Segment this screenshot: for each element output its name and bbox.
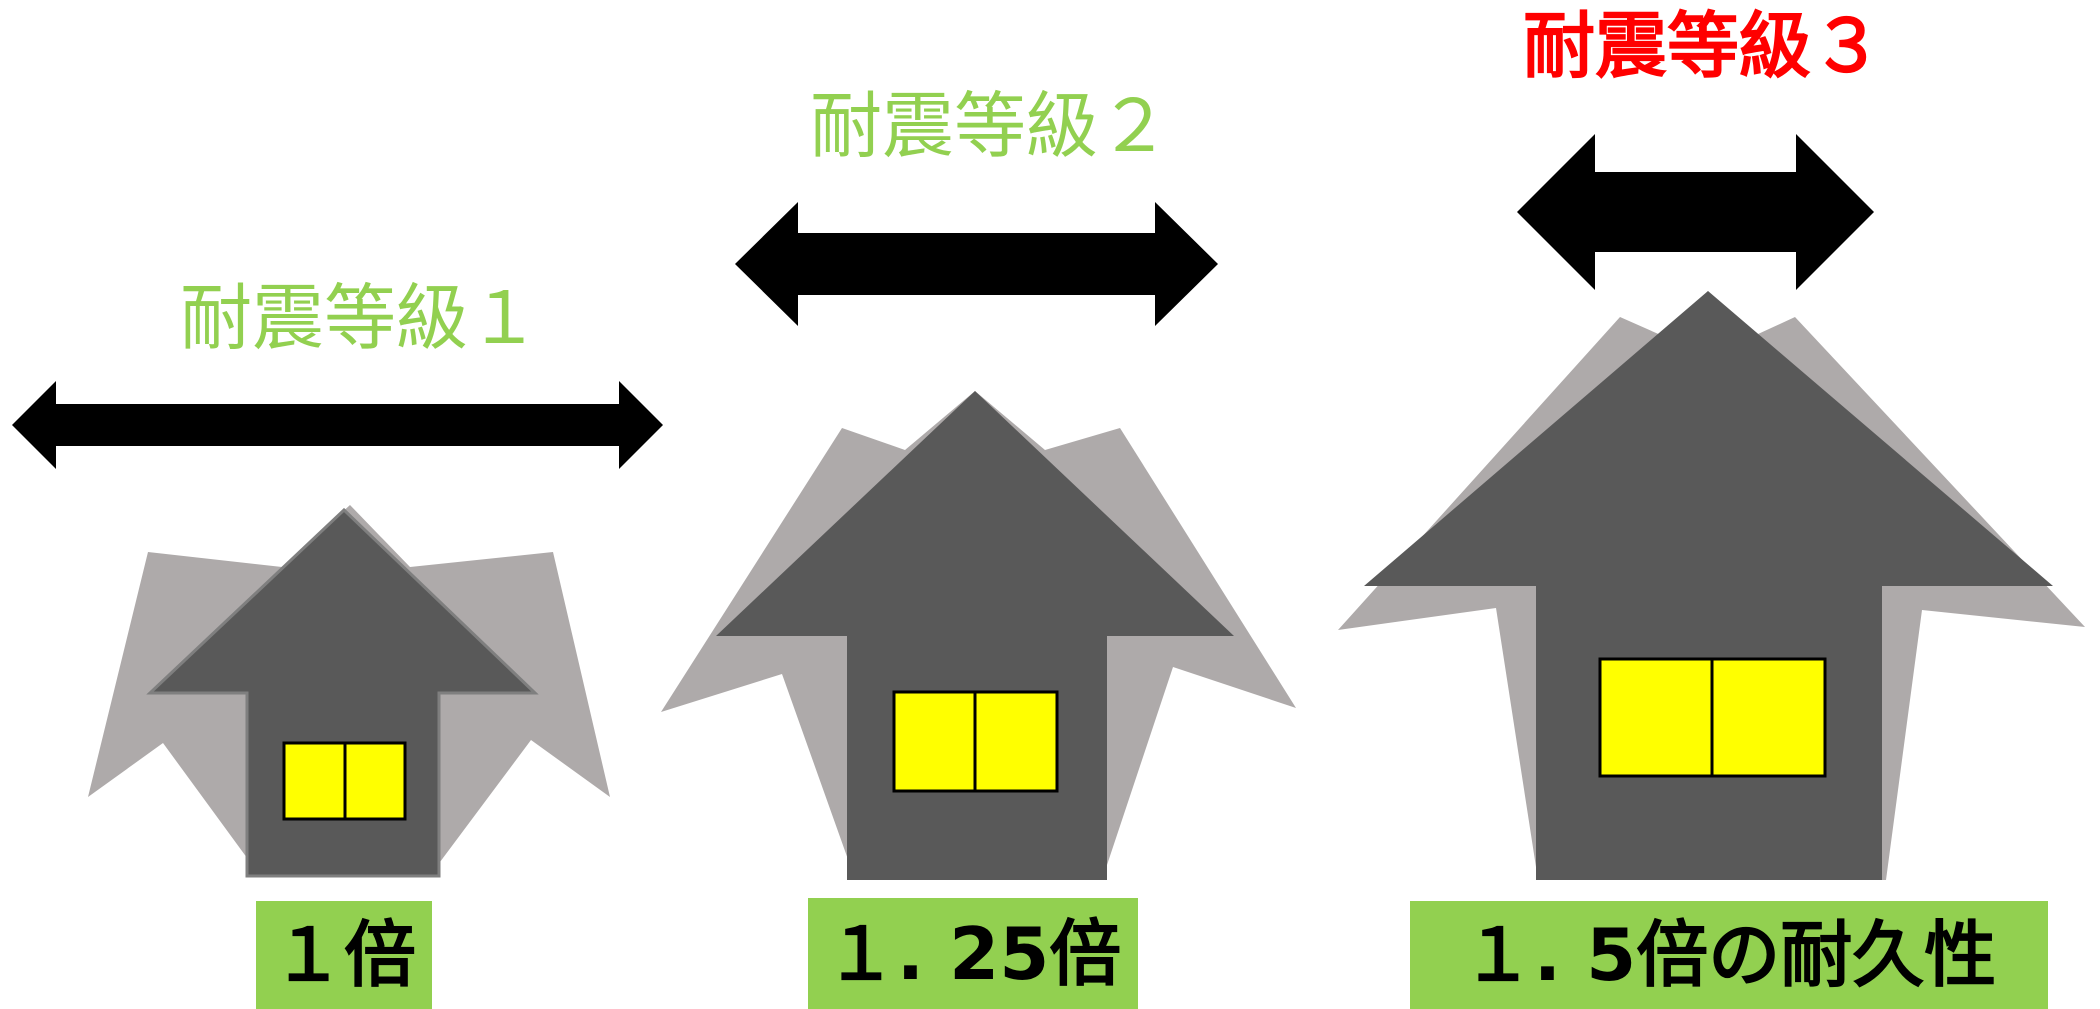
grade-1-multiplier-label: １倍 (271, 913, 416, 997)
house-1-icon (146, 507, 539, 878)
house-2-group (661, 391, 1296, 880)
grade-3-multiplier-box: １. 5倍の耐久性 (1410, 901, 2048, 1009)
grade-3-title: 耐震等級３ (1522, 4, 1883, 88)
grade-2-multiplier-box: １. 25倍 (808, 898, 1138, 1009)
grade-3-multiplier-label: １. 5倍の耐久性 (1461, 913, 1997, 997)
grade-2-title: 耐震等級２ (809, 84, 1170, 168)
grade-1-multiplier-box: １倍 (256, 901, 432, 1009)
house-1-group (88, 505, 610, 878)
grade-1-title: 耐震等級１ (179, 276, 540, 360)
grade-2-width-double-headed-arrow-icon (735, 202, 1218, 326)
house-3-icon (1364, 291, 2053, 880)
house-2-icon (716, 391, 1234, 880)
house-3-group (1338, 291, 2085, 880)
grade-1-width-double-headed-arrow-icon (12, 381, 663, 469)
grade-3-width-double-headed-arrow-icon (1517, 134, 1874, 290)
grade-2-multiplier-label: １. 25倍 (824, 911, 1122, 996)
